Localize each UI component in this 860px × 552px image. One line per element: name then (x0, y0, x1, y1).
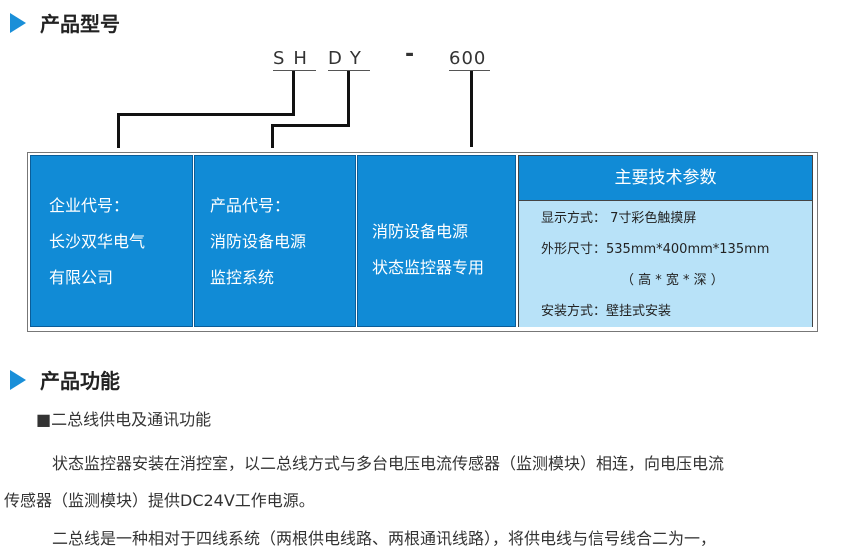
paragraph-text: 传感器（监测模块）提供DC24V工作电源。 (4, 491, 315, 510)
cell-usage: 消防设备电源 状态监控器专用 (357, 155, 516, 327)
spec-line: 显示方式： 7寸彩色触摸屏 (541, 211, 697, 226)
cell-text: 消防设备电源 (372, 222, 469, 241)
section-title-model: 产品型号 (10, 8, 120, 37)
paragraph-text: 二总线是一种相对于四线系统（两根供电线路、两根通讯线路），将供电线与信号线合二为… (52, 529, 717, 548)
code-dash: - (405, 42, 424, 67)
code-600: 600 (449, 48, 491, 71)
connector-line (292, 71, 295, 116)
spec-line: 外形尺寸：535mm*400mm*135mm (541, 242, 770, 257)
connector-line (347, 71, 350, 127)
spec-line: （ 高 * 宽 * 深 ） (621, 273, 724, 288)
cell-company: 企业代号： 长沙双华电气 有限公司 (30, 155, 193, 327)
cell-text: 消防设备电源 (210, 232, 307, 251)
spec-title: 主要技术参数 (519, 156, 812, 201)
spec-line: 安装方式：壁挂式安装 (541, 304, 672, 319)
spec-panel: 主要技术参数 显示方式： 7寸彩色触摸屏 外形尺寸：535mm*400mm*13… (518, 155, 813, 327)
model-table: 企业代号： 长沙双华电气 有限公司 产品代号： 消防设备电源 监控系统 消防设备… (27, 152, 818, 332)
cell-product: 产品代号： 消防设备电源 监控系统 (194, 155, 356, 327)
cell-text: 企业代号： (49, 196, 130, 215)
connector-line (117, 113, 120, 148)
code-dy: DY (328, 48, 370, 71)
connector-line (271, 124, 350, 127)
section-title-function: 产品功能 (10, 365, 120, 394)
code-sh: SH (273, 48, 316, 71)
triangle-icon (10, 12, 26, 33)
cell-text: 长沙双华电气 (49, 232, 146, 251)
triangle-icon (10, 369, 26, 390)
function-subtitle: ■二总线供电及通讯功能 (36, 410, 212, 429)
cell-text: 状态监控器专用 (372, 258, 485, 277)
connector-line (271, 124, 274, 148)
connector-line (470, 71, 473, 147)
connector-line (117, 113, 295, 116)
paragraph-text: 状态监控器安装在消控室，以二总线方式与多台电压电流传感器（监测模块）相连，向电压… (52, 454, 725, 473)
cell-text: 监控系统 (210, 268, 275, 287)
title-text: 产品型号 (40, 12, 120, 36)
title-text: 产品功能 (40, 369, 120, 393)
cell-text: 有限公司 (49, 268, 114, 287)
cell-text: 产品代号： (210, 196, 291, 215)
